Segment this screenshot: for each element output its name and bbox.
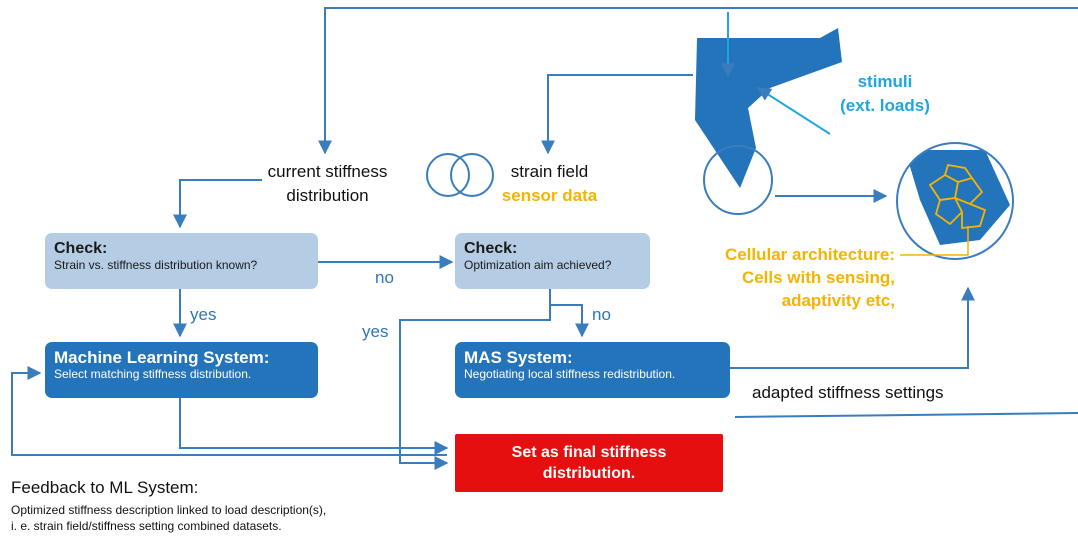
check1-box: Check: Strain vs. stiffness distribution… bbox=[45, 233, 318, 289]
overlap-circles-icon bbox=[426, 153, 494, 197]
edge-no-check1: no bbox=[375, 268, 394, 287]
strain-field-label: strain field sensor data bbox=[492, 160, 607, 208]
connector-feedback bbox=[11, 366, 447, 456]
feedback-line2: i. e. strain field/stiffness setting com… bbox=[11, 519, 282, 533]
mas-system-title: MAS System: bbox=[464, 348, 573, 367]
final-stiffness-box: Set as final stiffness distribution. bbox=[455, 434, 723, 492]
cellular-line3: adaptivity etc, bbox=[781, 291, 895, 310]
current-stiffness-line1: current stiffness bbox=[267, 162, 388, 181]
feedback-title: Feedback to ML System: bbox=[11, 478, 199, 497]
mas-system-subtitle: Negotiating local stiffness redistributi… bbox=[464, 367, 676, 381]
connector-sensor-to-strain bbox=[541, 74, 693, 155]
current-stiffness-label: current stiffness distribution bbox=[245, 160, 410, 208]
stimuli-line1: stimuli bbox=[857, 72, 913, 91]
detail-circle bbox=[703, 145, 773, 215]
cellular-leader-line bbox=[900, 226, 969, 256]
mas-system-box: MAS System: Negotiating local stiffness … bbox=[455, 342, 730, 398]
strain-field-line1: strain field bbox=[510, 162, 589, 181]
connector-adapted-right bbox=[734, 412, 1078, 418]
ml-system-title: Machine Learning System: bbox=[54, 348, 270, 367]
connector-check2-yes bbox=[399, 305, 551, 470]
edge-yes-check1: yes bbox=[190, 305, 217, 324]
zoom-detail-circle bbox=[896, 142, 1014, 260]
check2-box: Check: Optimization aim achieved? bbox=[455, 233, 650, 289]
stimuli-line2: (ext. loads) bbox=[840, 96, 930, 115]
check1-title: Check: bbox=[54, 240, 108, 257]
ml-system-box: Machine Learning System: Select matching… bbox=[45, 342, 318, 398]
ml-system-subtitle: Select matching stiffness distribution. bbox=[54, 367, 252, 381]
cellular-line2: Cells with sensing, bbox=[741, 268, 895, 287]
final-box-line1: Set as final stiffness bbox=[511, 444, 667, 461]
connector-check2-no bbox=[549, 289, 589, 338]
stimuli-label: stimuli (ext. loads) bbox=[830, 70, 940, 118]
connector-ml-to-final bbox=[179, 398, 449, 455]
cellular-line1: Cellular architecture: bbox=[724, 245, 895, 264]
check1-subtitle: Strain vs. stiffness distribution known? bbox=[54, 258, 258, 272]
edge-yes-check2: yes bbox=[362, 322, 389, 341]
connector-stiffness-to-check1 bbox=[173, 179, 262, 229]
adapted-settings-label: adapted stiffness settings bbox=[752, 383, 944, 402]
connector-top-loop bbox=[318, 7, 1078, 155]
current-stiffness-line2: distribution bbox=[286, 186, 369, 205]
cellular-architecture-label: Cellular architecture: Cells with sensin… bbox=[660, 243, 895, 312]
check2-subtitle: Optimization aim achieved? bbox=[464, 258, 612, 272]
stimuli-arrow-icon bbox=[756, 87, 831, 135]
feedback-line1: Optimized stiffness description linked t… bbox=[11, 503, 327, 517]
edge-no-check2: no bbox=[592, 305, 611, 324]
check2-title: Check: bbox=[464, 240, 518, 257]
sensor-data-line: sensor data bbox=[501, 186, 598, 205]
connector-mas-to-structure bbox=[730, 286, 975, 369]
final-box-line2: distribution. bbox=[542, 465, 636, 482]
